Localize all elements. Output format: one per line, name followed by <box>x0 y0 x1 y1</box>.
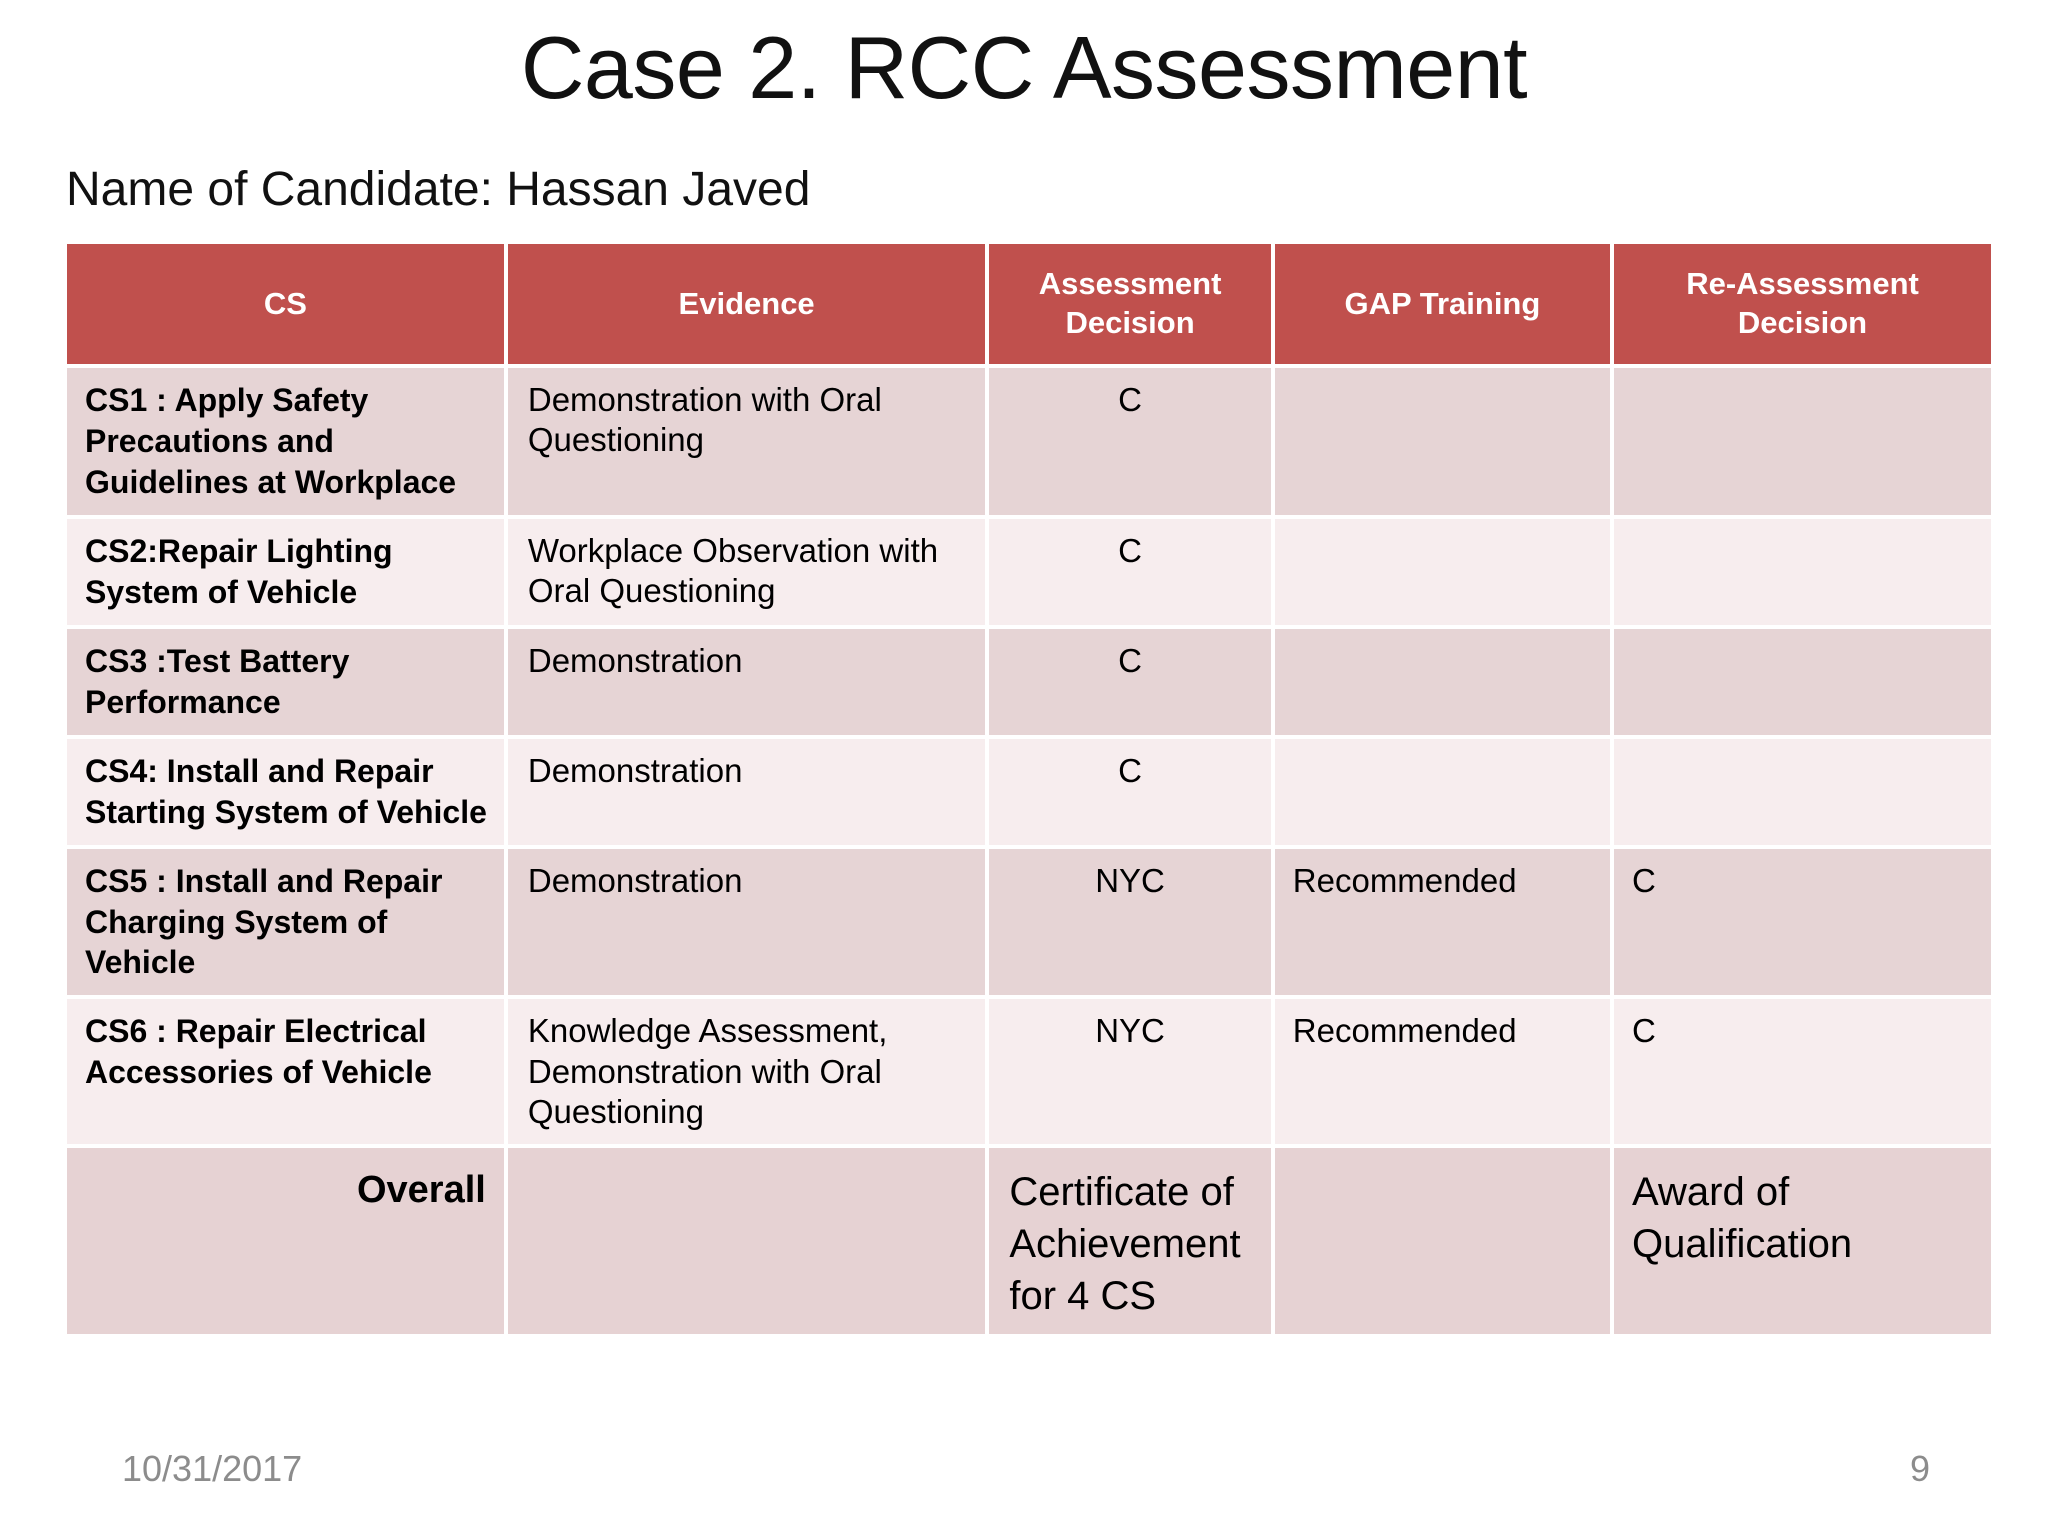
cell-overall-assessment-decision: Certificate of Achievement for 4 CS <box>989 1148 1271 1335</box>
cell-gap-training: Recommended <box>1274 848 1611 996</box>
cell-overall-label: Overall <box>67 1148 504 1335</box>
cell-assessment-decision: C <box>989 518 1271 625</box>
cell-reassessment-decision <box>1614 738 1991 845</box>
cell-assessment-decision: C <box>989 738 1271 845</box>
cell-gap-training <box>1274 628 1611 735</box>
cell-cs: CS3 :Test Battery Performance <box>67 628 504 735</box>
cell-reassessment-decision <box>1614 518 1991 625</box>
table-row: CS2:Repair Lighting System of Vehicle Wo… <box>67 518 1991 625</box>
cell-evidence: Demonstration <box>507 628 986 735</box>
table-header-row: CS Evidence Assessment Decision GAP Trai… <box>67 244 1991 364</box>
cell-assessment-decision: C <box>989 628 1271 735</box>
cell-gap-training <box>1274 368 1611 515</box>
column-header-evidence: Evidence <box>507 244 986 364</box>
table-row: CS4: Install and Repair Starting System … <box>67 738 1991 845</box>
cell-reassessment-decision: C <box>1614 848 1991 996</box>
column-header-reassessment-decision: Re-Assessment Decision <box>1614 244 1991 364</box>
cell-cs: CS5 : Install and Repair Charging System… <box>67 848 504 996</box>
cell-cs: CS4: Install and Repair Starting System … <box>67 738 504 845</box>
table-row: CS3 :Test Battery Performance Demonstrat… <box>67 628 1991 735</box>
cell-evidence: Demonstration <box>507 848 986 996</box>
cell-gap-training <box>1274 738 1611 845</box>
cell-assessment-decision: NYC <box>989 999 1271 1145</box>
table-row: CS1 : Apply Safety Precautions and Guide… <box>67 368 1991 515</box>
cell-assessment-decision: C <box>989 368 1271 515</box>
cell-assessment-decision: NYC <box>989 848 1271 996</box>
footer-page-number: 9 <box>1909 1448 1931 1489</box>
cell-reassessment-decision <box>1614 368 1991 515</box>
cell-overall-evidence <box>507 1148 986 1335</box>
table-row: CS6 : Repair Electrical Accessories of V… <box>67 999 1991 1145</box>
cell-overall-reassessment-decision: Award of Qualification <box>1614 1148 1991 1335</box>
cell-evidence: Workplace Observation with Oral Question… <box>507 518 986 625</box>
column-header-cs: CS <box>67 244 504 364</box>
cell-cs: CS2:Repair Lighting System of Vehicle <box>67 518 504 625</box>
candidate-name-line: Name of Candidate: Hassan Javed <box>66 163 811 216</box>
footer-date: 10/31/2017 <box>122 1448 303 1489</box>
cell-reassessment-decision <box>1614 628 1991 735</box>
cell-gap-training <box>1274 518 1611 625</box>
column-header-assessment-decision: Assessment Decision <box>989 244 1271 364</box>
cell-cs: CS6 : Repair Electrical Accessories of V… <box>67 999 504 1145</box>
page-title: Case 2. RCC Assessment <box>520 18 1528 117</box>
column-header-gap-training: GAP Training <box>1274 244 1611 364</box>
cell-evidence: Knowledge Assessment, Demonstration with… <box>507 999 986 1145</box>
cell-reassessment-decision: C <box>1614 999 1991 1145</box>
cell-cs: CS1 : Apply Safety Precautions and Guide… <box>67 368 504 515</box>
cell-gap-training: Recommended <box>1274 999 1611 1145</box>
rcc-assessment-table: CS Evidence Assessment Decision GAP Trai… <box>63 240 1995 1338</box>
cell-overall-gap-training <box>1274 1148 1611 1335</box>
table-row-overall: Overall Certificate of Achievement for 4… <box>67 1148 1991 1335</box>
cell-evidence: Demonstration with Oral Questioning <box>507 368 986 515</box>
table-row: CS5 : Install and Repair Charging System… <box>67 848 1991 996</box>
cell-evidence: Demonstration <box>507 738 986 845</box>
